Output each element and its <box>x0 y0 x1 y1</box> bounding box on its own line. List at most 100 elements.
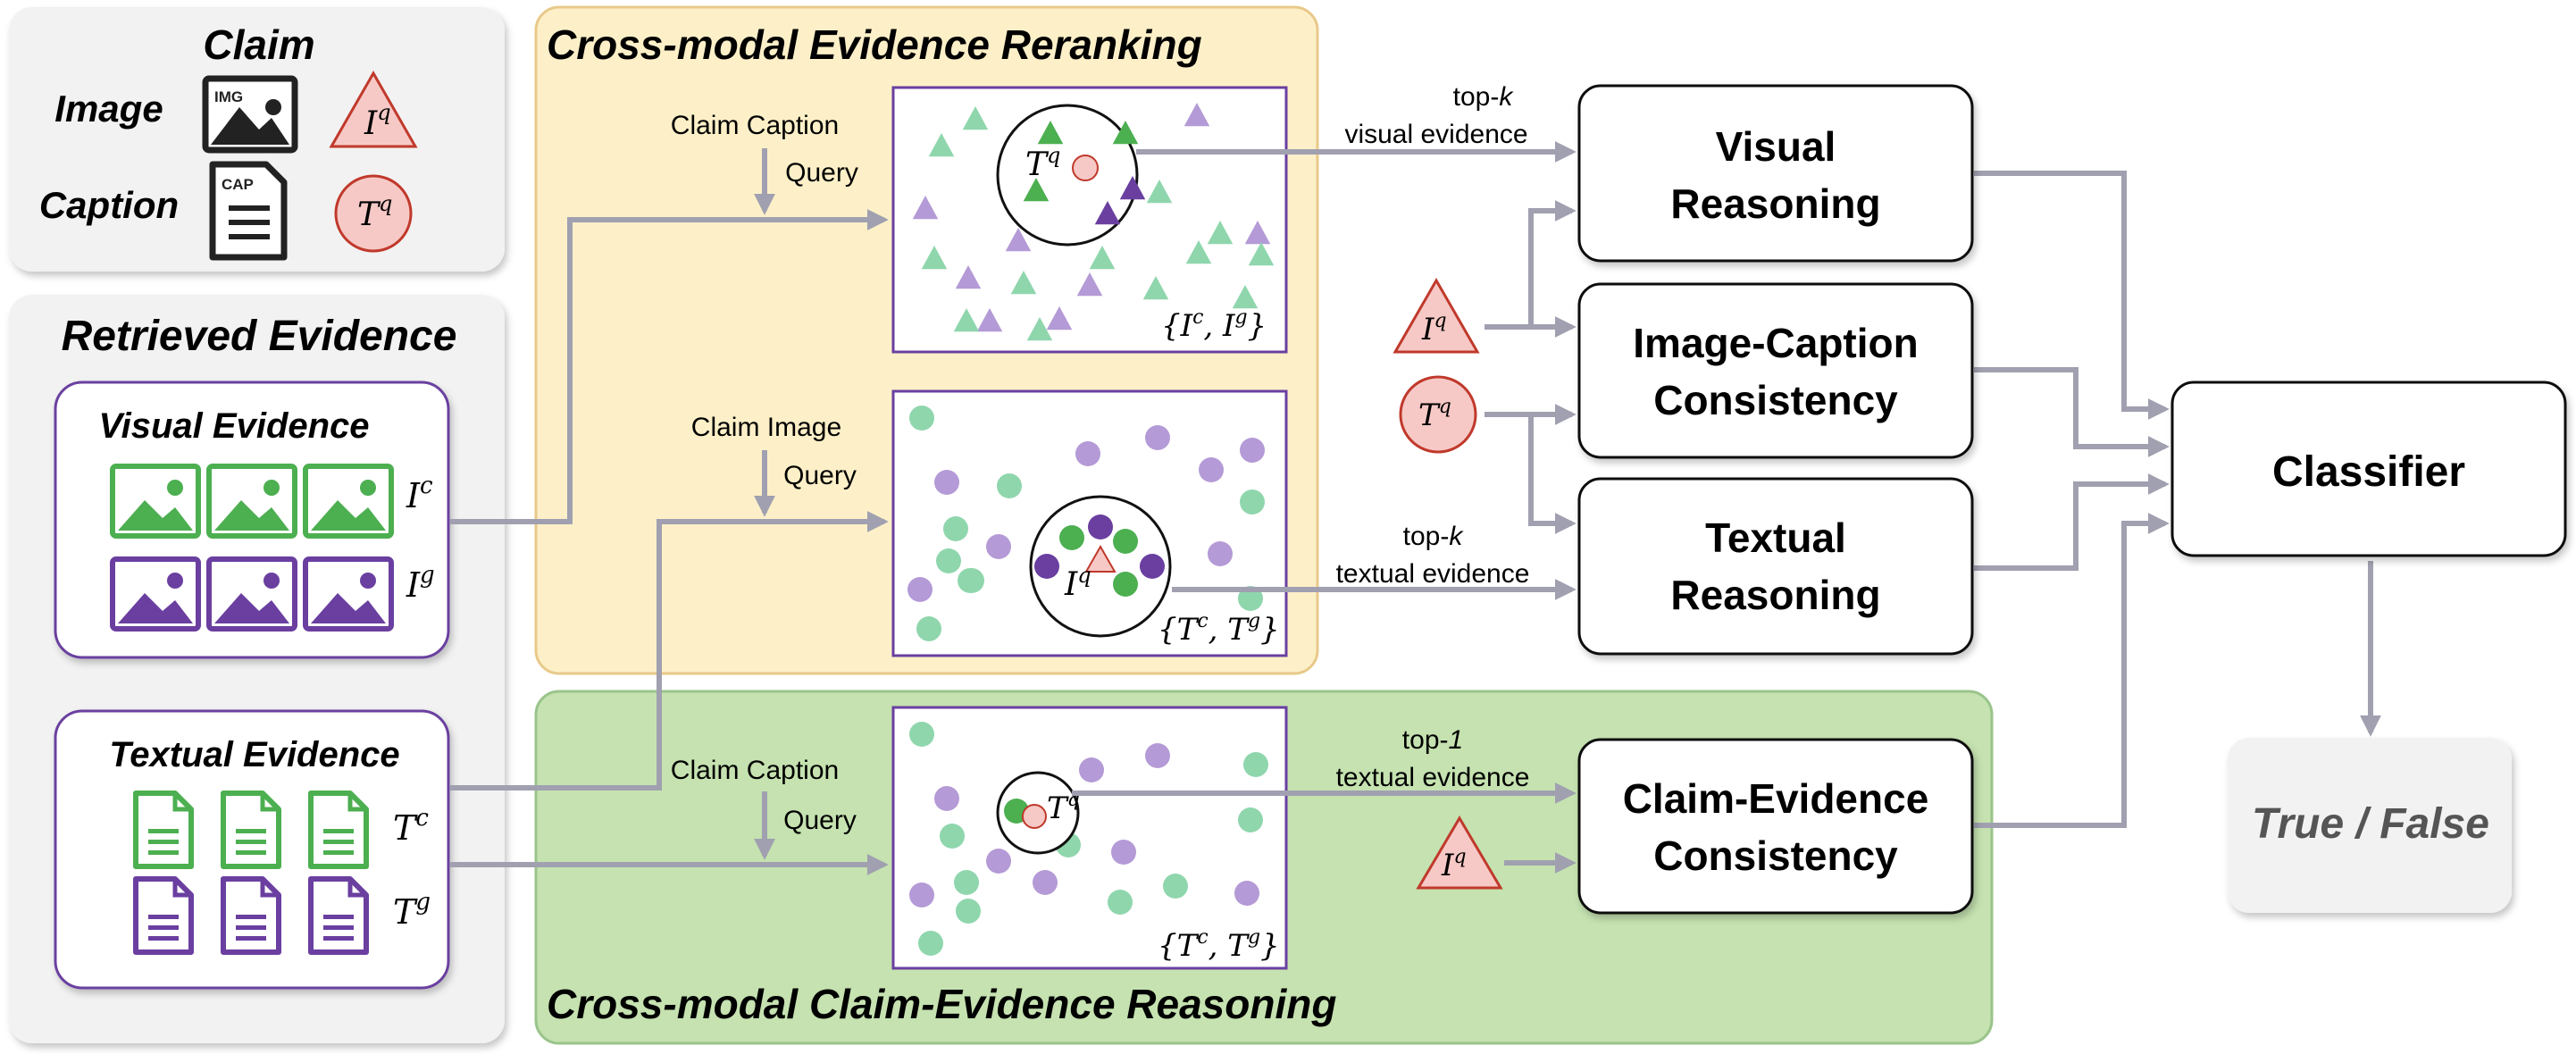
claim-tq-label: Tq <box>357 191 392 233</box>
green-image-point <box>928 133 955 157</box>
purple-text-point <box>907 577 933 602</box>
visual-set-label: {Ic, Ig} <box>1161 306 1267 344</box>
classifier-box: Classifier <box>2170 381 2567 557</box>
green-text-point <box>1163 874 1188 899</box>
visual-reasoning-box: Visual Reasoning <box>1577 84 1974 263</box>
green-image-point <box>1010 271 1037 295</box>
green-text-point <box>936 548 961 573</box>
purple-text-point <box>986 534 1011 559</box>
purple-text-point <box>1240 438 1265 463</box>
output-label: True / False <box>2252 800 2489 848</box>
retrieved-evidence-panel: Retrieved Evidence Visual Evidence Ic Ig… <box>9 295 505 1043</box>
textual-evidence-title: Textual Evidence <box>109 735 399 774</box>
arrow-iq-to-visual-reasoning <box>1485 200 1577 330</box>
visual-reasoning-line2: Reasoning <box>1670 180 1880 227</box>
green-image-point <box>921 246 948 270</box>
green-image-point <box>1232 285 1259 309</box>
cap-tag: CAP <box>222 176 254 193</box>
green-image-point <box>1089 246 1116 270</box>
claim-evidence-line1: Claim-Evidence <box>1623 775 1929 822</box>
arrow-tq-to-textual-reasoning <box>1528 414 1577 534</box>
query1-line1: Claim Caption <box>671 111 839 140</box>
green-text-point <box>954 870 979 895</box>
right-iq-triangle: Iq <box>1393 277 1480 354</box>
top-text-point <box>1034 554 1059 579</box>
claim-caption-label: Caption <box>39 184 179 226</box>
purple-image-point <box>1046 306 1073 330</box>
top1-textual-line1: top-1 <box>1402 725 1463 755</box>
purple-image-point <box>1076 272 1103 297</box>
purple-text-point <box>1111 840 1136 865</box>
textual-points <box>907 406 1265 641</box>
ig-label: Ig <box>406 562 435 605</box>
green-text-point <box>916 616 941 641</box>
img-tag: IMG <box>214 88 243 105</box>
green-text-point <box>997 473 1022 498</box>
visual-evidence-green-images <box>113 466 391 536</box>
visual-near-points <box>1023 121 1146 225</box>
purple-text-point <box>1234 881 1259 906</box>
textual-set-label: {Tc, Tg} <box>1158 610 1280 648</box>
purple-image-point <box>976 308 1003 332</box>
svg-text:Iq: Iq <box>1441 846 1467 883</box>
tc-label: Tc <box>393 805 429 848</box>
purple-image-point <box>955 265 982 289</box>
purple-image-point <box>912 196 939 220</box>
textual-reasoning-line2: Reasoning <box>1670 572 1880 618</box>
top-text-point <box>1113 572 1138 597</box>
green-text-point <box>943 516 968 541</box>
claim-evidence-line2: Consistency <box>1653 832 1898 879</box>
visual-points <box>912 103 1275 341</box>
green-text-point <box>959 568 984 593</box>
green-text-point <box>1243 752 1268 777</box>
purple-text-point <box>934 470 959 495</box>
purple-text-point <box>909 883 934 908</box>
visual-reasoning-line1: Visual <box>1716 123 1836 170</box>
textual-scatter-box: Iq {Tc, Tg} <box>891 389 1288 657</box>
arrow-claimevidence-to-classifier <box>1974 513 2170 828</box>
purple-image-point <box>1183 103 1210 127</box>
top-visual-point <box>1023 178 1050 202</box>
reasoning-iq-triangle: Iq <box>1416 816 1503 890</box>
green-image-point <box>1026 317 1053 341</box>
purple-text-point <box>1145 743 1170 768</box>
green-text-point <box>956 899 981 924</box>
green-text-point <box>1240 489 1265 514</box>
top-text-point <box>1140 554 1165 579</box>
purple-text-point <box>1199 457 1224 482</box>
reasoning-scatter-box: Tq {Tc, Tg} <box>891 706 1288 970</box>
claim-panel: Claim Image Caption IMG CAP Iq Tq <box>9 7 505 272</box>
green-text-point <box>909 406 934 431</box>
textual-evidence-purple-docs <box>136 879 366 952</box>
green-image-point <box>1185 240 1212 264</box>
topk-visual-line1: top-k <box>1453 82 1515 112</box>
top-visual-point <box>1112 121 1139 145</box>
textual-query-iq: Iq <box>1064 563 1091 603</box>
image-caption-box: Image-Caption Consistency <box>1577 282 1974 459</box>
claim-tq-circle: Tq <box>334 174 413 253</box>
classifier-label: Classifier <box>2272 448 2465 496</box>
arrow-tc-to-textual <box>450 511 889 790</box>
green-image-point <box>1248 242 1275 266</box>
green-image-point <box>1142 276 1169 300</box>
claim-evidence-box: Claim-Evidence Consistency <box>1577 738 1974 915</box>
top-visual-point <box>1037 121 1064 145</box>
claim-iq-label: Iq <box>364 100 391 142</box>
green-image-point <box>953 308 980 332</box>
top-text-point <box>1059 525 1084 550</box>
arrow-ic-to-visual <box>450 209 889 524</box>
arrow-textual-to-classifier <box>1974 473 2170 571</box>
purple-text-point <box>1208 541 1233 566</box>
claim-image-icon: IMG <box>202 75 298 154</box>
purple-text-point <box>986 849 1011 874</box>
right-tq-circle: Tq <box>1399 375 1477 454</box>
top-visual-point <box>1119 176 1146 200</box>
green-image-point <box>1207 221 1234 245</box>
svg-text:Tq: Tq <box>1418 396 1451 433</box>
arrow-imagecaption-to-classifier <box>1974 367 2170 457</box>
green-text-point <box>940 824 965 849</box>
reasoning-query-tq: Tq <box>1047 789 1080 826</box>
top1-textual-line2: textual evidence <box>1336 763 1530 792</box>
ic-label: Ic <box>406 473 433 515</box>
